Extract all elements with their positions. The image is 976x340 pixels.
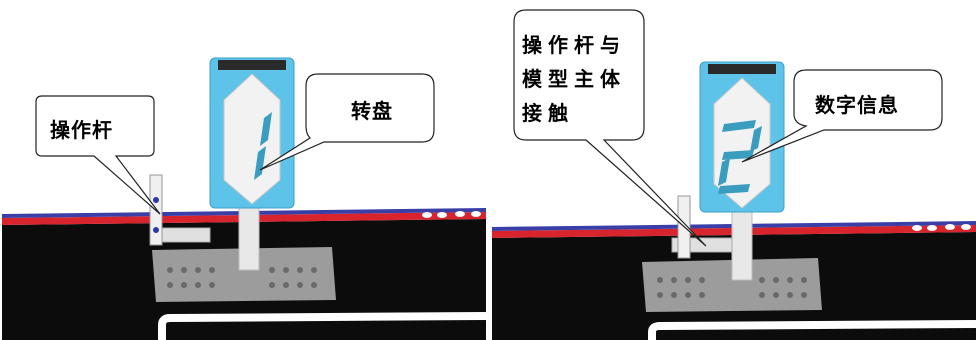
left-panel: 操作杆 转盘 <box>2 0 486 340</box>
base-holes <box>657 277 807 298</box>
callout-dial-bubble <box>259 73 435 171</box>
digit-segment <box>254 146 266 180</box>
mat-line <box>158 312 486 340</box>
stripe-dots <box>422 211 481 218</box>
display-panel <box>713 77 771 209</box>
support-beam <box>731 211 753 281</box>
frame-top <box>218 60 286 70</box>
callout-dial-label: 转盘 <box>351 99 393 123</box>
gray-base <box>152 247 336 302</box>
digit-segment <box>260 112 272 146</box>
left-scene <box>2 57 486 340</box>
callout-contact-label: 操作杆与 模型主体 接触 <box>522 33 626 125</box>
base-holes <box>167 267 317 288</box>
digit-two <box>718 120 762 194</box>
right-scene <box>492 9 976 340</box>
callout-lever-bubble <box>35 95 161 215</box>
lever-pin <box>153 197 159 203</box>
callout-digit-label: 数字信息 <box>815 93 899 117</box>
callout-lever-label: 操作杆 <box>50 118 113 142</box>
stripe-dots <box>912 224 971 231</box>
display-panel <box>223 73 281 205</box>
callout-digit-bubble <box>741 69 943 163</box>
support-beam <box>238 204 260 271</box>
lever-pin <box>153 227 159 233</box>
gray-base <box>642 258 822 312</box>
mat-line <box>648 320 976 340</box>
right-panel: 操作杆与 模型主体 接触 数字信息 <box>492 0 976 340</box>
frame-top <box>708 64 776 74</box>
callout-contact-bubble <box>513 9 707 247</box>
